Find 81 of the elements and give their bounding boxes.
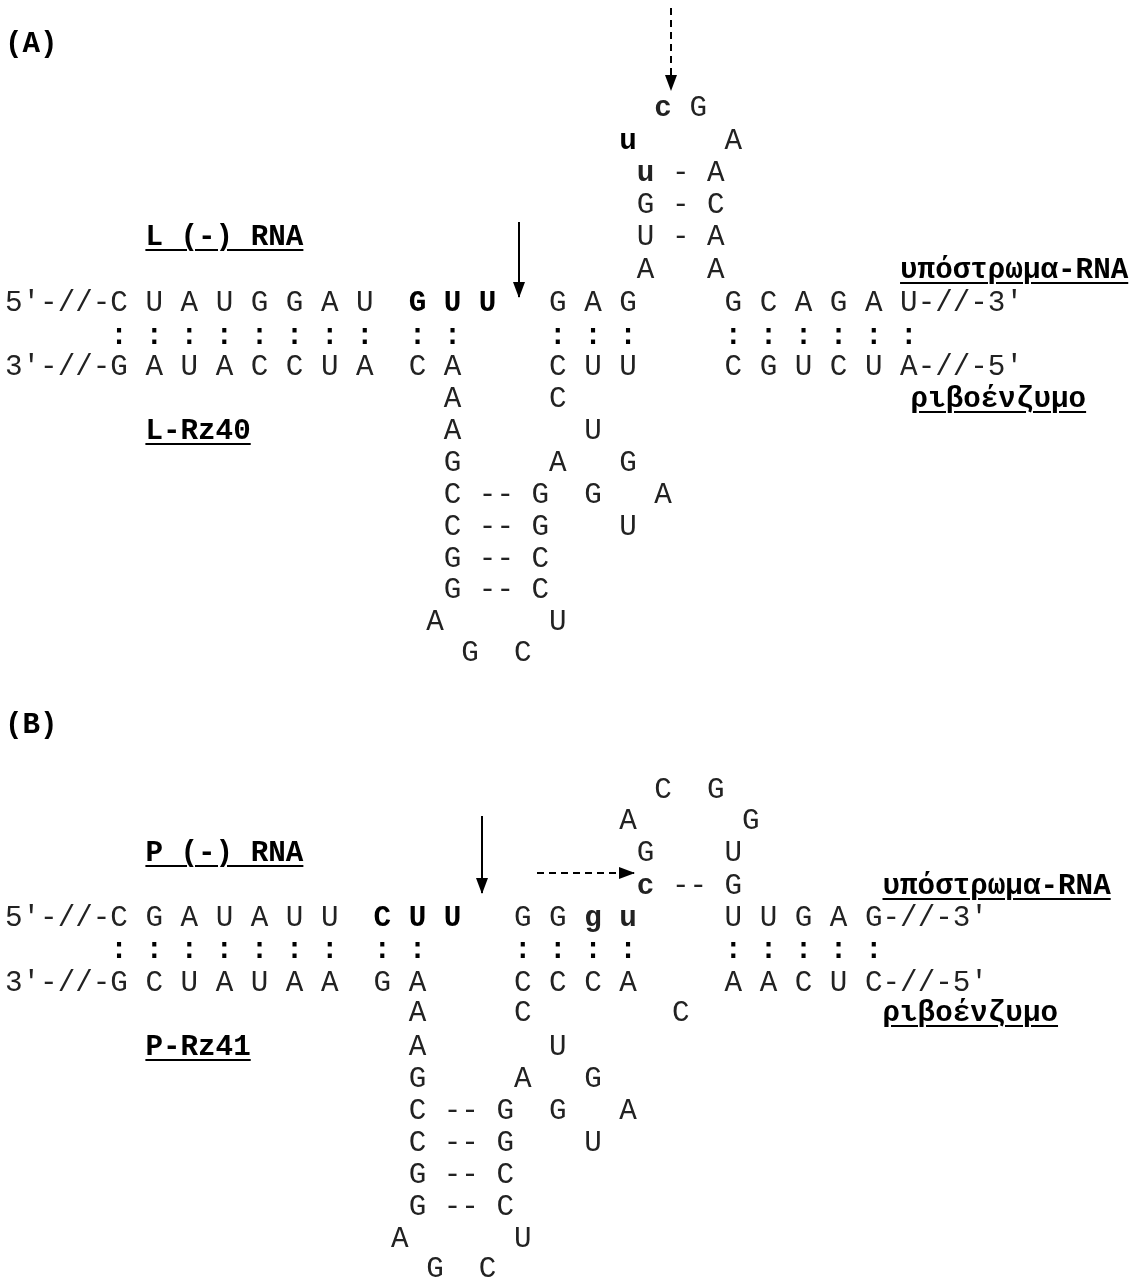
nucleotide-text: G <box>443 447 462 481</box>
nucleotide-text: G <box>707 774 725 808</box>
nucleotide-text: u - A <box>636 157 725 191</box>
nucleotide-text: A <box>443 415 462 449</box>
nucleotide-text: G <box>742 805 760 839</box>
sequence-text: G A G <box>549 287 637 321</box>
nucleotide-text: C <box>478 1253 497 1285</box>
nucleotide-text: U <box>584 415 602 449</box>
nucleotide-text: C -- G <box>408 1095 514 1129</box>
nucleotide-text: G <box>584 479 602 513</box>
sequence-text: G C A G A U-//-3' <box>724 287 1023 321</box>
nucleotide-text: U <box>549 1031 567 1065</box>
nucleotide-text: A <box>513 1063 532 1097</box>
nucleotide-text: C -- G <box>443 511 550 545</box>
nucleotide-text: G <box>426 1253 444 1285</box>
strand-label: ριβοένζυμο <box>910 383 1087 417</box>
nucleotide-text: C -- G <box>443 479 550 513</box>
nucleotide-text: c G <box>654 92 707 126</box>
panel-label: (A) <box>5 28 58 62</box>
nucleotide-text: U <box>549 606 567 640</box>
nucleotide-text: G -- C <box>408 1191 514 1225</box>
sequence-text: C G U C U A-//-5' <box>724 351 1023 384</box>
nucleotide-text: U - A <box>636 221 725 255</box>
nucleotide-text: G <box>461 637 479 671</box>
base-pair-marks: : : <box>408 320 462 354</box>
nucleotide-text: C <box>513 637 532 671</box>
nucleotide-text: G - C <box>636 189 725 223</box>
base-pair-marks: : : : : : : : <box>110 934 339 968</box>
strand-label: P-Rz41 <box>145 1031 251 1065</box>
nucleotide-text: U <box>584 1127 602 1161</box>
sequence-text: C U U <box>549 351 637 385</box>
nucleotide-text: A <box>549 447 567 481</box>
sequence-text: 5'-//-C U A U G G A U <box>5 287 374 321</box>
nucleotide-text: A <box>408 1031 427 1065</box>
nucleotide-text: G <box>549 1095 567 1129</box>
sequence-text: C A <box>408 351 462 385</box>
nucleotide-text: U <box>724 837 743 871</box>
nucleotide-text: c -- G <box>636 870 743 904</box>
nucleotide-text: U <box>513 1223 532 1257</box>
strand-label: L-Rz40 <box>145 415 251 449</box>
sequence-text: 3'-//-G C U A U A A <box>5 967 339 1001</box>
nucleotide-text: G <box>584 1063 602 1097</box>
nucleotide-text: A <box>391 1223 409 1257</box>
nucleotide-text: G <box>408 1063 427 1097</box>
strand-label: ριβοένζυμο <box>882 997 1059 1031</box>
strand-label: υπόστρωμα-RNA <box>900 254 1129 288</box>
sequence-text: C U U <box>373 902 462 936</box>
nucleotide-text: C -- G <box>408 1127 514 1161</box>
sequence-text: 5'-//-C G A U A U U <box>5 902 339 936</box>
nucleotide-text: C <box>549 383 567 417</box>
nucleotide-text: A <box>619 805 637 839</box>
panel-label: (B) <box>5 709 58 743</box>
sequence-text: G U U <box>408 287 497 321</box>
nucleotide-text: A <box>724 125 743 159</box>
base-pair-marks: : : : : <box>513 934 637 968</box>
nucleotide-text: U <box>619 511 637 545</box>
nucleotide-text: A <box>707 254 725 288</box>
sequence-text: U U G A G-//-3' <box>724 902 988 936</box>
nucleotide-text: C <box>671 997 690 1031</box>
nucleotide-text: G -- C <box>443 543 550 577</box>
strand-label: υπόστρωμα-RNA <box>882 870 1111 904</box>
base-pair-marks: : : : : : : : : <box>110 320 374 353</box>
nucleotide-text: G -- C <box>443 574 550 608</box>
strand-label: P (-) RNA <box>145 837 304 871</box>
nucleotide-text: G -- C <box>408 1159 514 1193</box>
nucleotide-text: G <box>636 837 655 871</box>
nucleotide-text: u <box>619 125 637 159</box>
nucleotide-text: G <box>619 447 637 481</box>
base-pair-marks: : : <box>373 934 427 968</box>
sequence-text: G G g u <box>513 902 637 936</box>
nucleotide-text: A <box>636 254 655 288</box>
nucleotide-text: A <box>426 606 444 640</box>
base-pair-marks: : : : <box>549 320 637 354</box>
nucleotide-text: A <box>619 1095 637 1129</box>
sequence-text: 3'-//-G A U A C C U A <box>5 351 374 385</box>
strand-label: L (-) RNA <box>145 221 304 255</box>
nucleotide-text: A <box>654 479 672 513</box>
nucleotide-text: C <box>654 774 672 808</box>
base-pair-marks: : : : : : : <box>724 320 918 353</box>
base-pair-marks: : : : : : <box>724 934 883 968</box>
nucleotide-text: A <box>443 383 462 417</box>
